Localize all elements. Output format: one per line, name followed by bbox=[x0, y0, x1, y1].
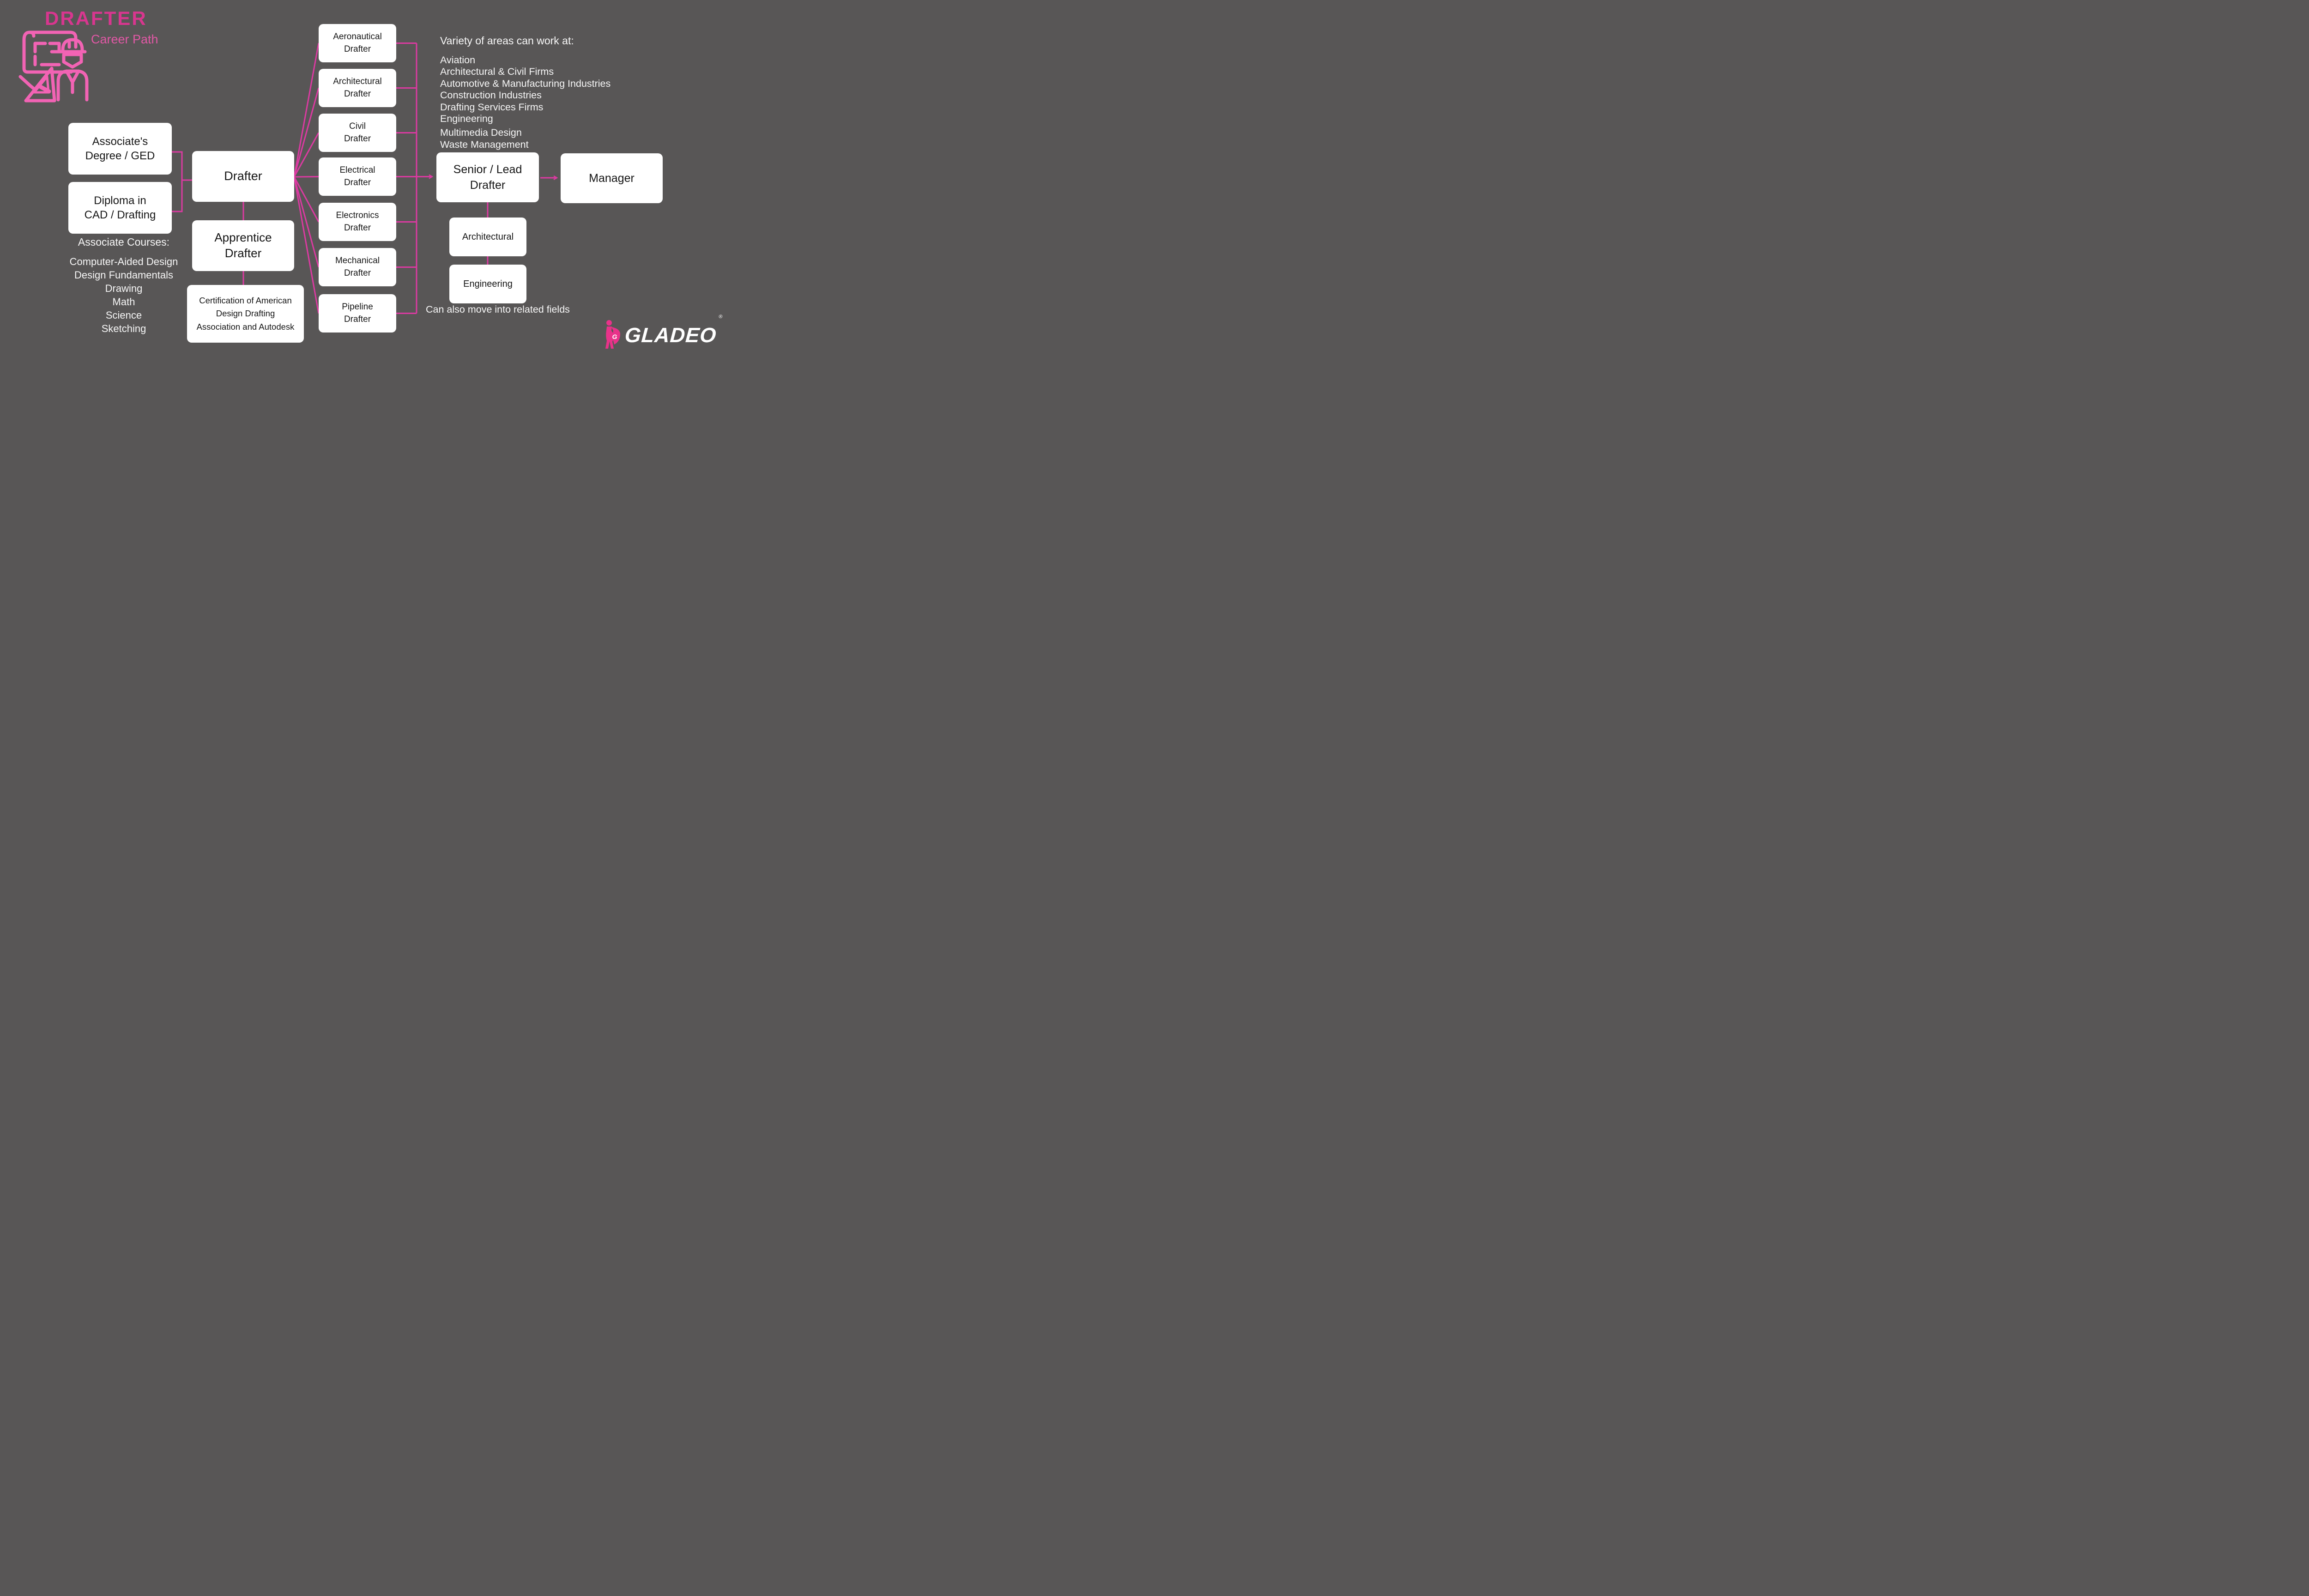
education-box-associates: Associate's Degree / GED bbox=[68, 123, 172, 175]
education-box-associates-line1: Associate's bbox=[92, 135, 148, 148]
certification-box: Certification of American Design Draftin… bbox=[187, 285, 304, 343]
gladeo-wordmark: GLADEO® bbox=[624, 314, 723, 347]
education-box-associates-line2: Degree / GED bbox=[85, 150, 155, 162]
education-box-diploma-line2: CAD / Drafting bbox=[84, 209, 156, 221]
work-area-item: Drafting Services Firms bbox=[440, 101, 544, 113]
related-architectural-label: Architectural bbox=[462, 232, 514, 242]
related-fields-note: Can also move into related fields bbox=[426, 304, 570, 315]
connector-fan-pipeline bbox=[293, 176, 320, 314]
specialty-label: Drafter bbox=[344, 223, 371, 233]
drafter-box: Drafter bbox=[192, 151, 294, 202]
specialty-label: Aeronautical bbox=[333, 32, 382, 42]
course-item: Math bbox=[112, 296, 135, 308]
work-area-item: Architectural & Civil Firms bbox=[440, 66, 554, 78]
manager-box-label: Manager bbox=[589, 171, 635, 185]
work-area-item: Aviation bbox=[440, 54, 476, 66]
drafter-icon bbox=[18, 30, 89, 103]
connector-fan-architectural bbox=[293, 88, 320, 177]
apprentice-box-line1: Apprentice bbox=[214, 230, 272, 245]
senior-box-line1: Senior / Lead bbox=[453, 163, 522, 176]
work-area-item: Multimedia Design bbox=[440, 127, 522, 139]
specialty-label: Drafter bbox=[344, 89, 371, 99]
manager-box: Manager bbox=[561, 153, 663, 203]
certification-line1: Certification of American bbox=[199, 296, 292, 306]
work-area-item: Automotive & Manufacturing Industries bbox=[440, 78, 611, 89]
apprentice-drafter-box: Apprentice Drafter bbox=[192, 220, 294, 271]
certification-line3: Association and Autodesk bbox=[196, 321, 295, 332]
specialty-label: Drafter bbox=[344, 314, 371, 324]
drafter-box-label: Drafter bbox=[224, 169, 262, 183]
connector-education-bracket bbox=[172, 151, 183, 212]
gladeo-logo: G GLADEO® bbox=[602, 314, 723, 350]
senior-lead-drafter-box: Senior / Lead Drafter bbox=[436, 152, 539, 202]
page-subtitle: Career Path bbox=[91, 32, 158, 46]
associate-courses-list: Associate Courses: Computer-Aided Design… bbox=[54, 236, 193, 335]
education-box-diploma: Diploma in CAD / Drafting bbox=[68, 182, 172, 234]
work-area-item: Engineering bbox=[440, 113, 493, 125]
work-area-item: Construction Industries bbox=[440, 90, 542, 101]
specialty-box-electrical: Electrical Drafter bbox=[319, 157, 396, 196]
work-areas-title: Variety of areas can work at: bbox=[440, 35, 574, 47]
specialty-label: Electrical bbox=[339, 165, 375, 175]
course-item: Science bbox=[105, 309, 142, 321]
specialty-box-civil: Civil Drafter bbox=[319, 114, 396, 152]
specialty-box-electronics: Electronics Drafter bbox=[319, 203, 396, 241]
drafter-career-path-infographic: DRAFTER Career Path bbox=[0, 0, 724, 362]
specialty-label: Civil bbox=[349, 121, 366, 132]
connector-fan-civil bbox=[293, 132, 320, 177]
connector-fan-aeronautical bbox=[293, 43, 320, 177]
education-box-diploma-line1: Diploma in bbox=[94, 194, 146, 207]
specialty-box-aeronautical: Aeronautical Drafter bbox=[319, 24, 396, 62]
specialty-label: Architectural bbox=[333, 77, 382, 87]
associate-courses-title: Associate Courses: bbox=[78, 236, 170, 248]
course-item: Computer-Aided Design bbox=[69, 256, 178, 267]
work-area-item: Waste Management bbox=[440, 139, 529, 150]
registered-mark: ® bbox=[718, 314, 723, 320]
apprentice-box-line2: Drafter bbox=[224, 246, 262, 260]
specialty-label: Electronics bbox=[336, 211, 379, 221]
connector-fan-electronics bbox=[293, 176, 320, 223]
specialty-box-pipeline: Pipeline Drafter bbox=[319, 294, 396, 332]
specialty-label: Pipeline bbox=[342, 302, 373, 312]
course-item: Drawing bbox=[105, 283, 143, 294]
page-title: DRAFTER bbox=[45, 7, 147, 29]
related-engineering-label: Engineering bbox=[463, 279, 513, 289]
specialty-box-architectural: Architectural Drafter bbox=[319, 69, 396, 107]
certification-line2: Design Drafting bbox=[216, 308, 275, 319]
connector-fan-mechanical bbox=[293, 176, 320, 267]
specialty-label: Drafter bbox=[344, 268, 371, 278]
senior-box-line2: Drafter bbox=[470, 179, 506, 192]
course-item: Sketching bbox=[101, 323, 146, 334]
work-areas-list: Variety of areas can work at: Aviation A… bbox=[440, 35, 634, 151]
specialty-label: Drafter bbox=[344, 133, 371, 144]
related-box-architectural: Architectural bbox=[449, 218, 526, 256]
specialty-box-mechanical: Mechanical Drafter bbox=[319, 248, 396, 286]
specialty-label: Drafter bbox=[344, 177, 371, 187]
connector-lines bbox=[172, 42, 724, 314]
gladeo-wordmark-text: GLADEO bbox=[624, 323, 718, 347]
specialty-label: Drafter bbox=[344, 44, 371, 54]
course-item: Design Fundamentals bbox=[74, 269, 173, 281]
svg-text:G: G bbox=[612, 333, 617, 340]
gladeo-mascot-icon: G bbox=[605, 320, 621, 349]
specialty-label: Mechanical bbox=[335, 256, 380, 266]
related-box-engineering: Engineering bbox=[449, 265, 526, 303]
